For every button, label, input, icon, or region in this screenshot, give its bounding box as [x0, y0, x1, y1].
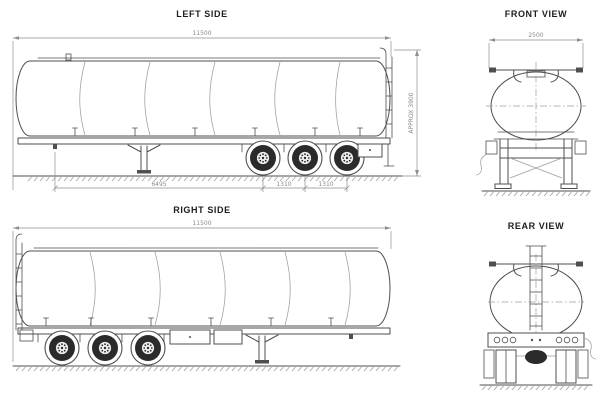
- ground-right-view: [12, 365, 401, 372]
- compartment-seams: [79, 61, 341, 136]
- landing-gear: [127, 144, 161, 174]
- wheel: [130, 330, 166, 366]
- front-foot-left: [494, 183, 512, 189]
- rear-hose: [583, 337, 597, 360]
- front-hose: [475, 153, 489, 176]
- right-length-label: 11500: [192, 220, 211, 227]
- wheel: [287, 140, 323, 176]
- differential: [525, 350, 547, 364]
- tail-light: [501, 336, 509, 344]
- kingpin: [53, 144, 57, 149]
- axle-spacing-label-2: 1310: [318, 181, 333, 188]
- rear-ladder: [379, 47, 393, 139]
- front-undercarriage: [475, 131, 587, 189]
- wheel: [245, 140, 281, 176]
- rear-access-ladder: [525, 245, 547, 331]
- ground-hatch: [481, 385, 588, 391]
- rear-centerlines: [488, 254, 584, 344]
- front-centerlines: [486, 62, 586, 152]
- ground-hatch: [15, 366, 398, 372]
- mudflap-right: [577, 349, 589, 379]
- tank-tiedown-pins: [72, 127, 363, 137]
- suspension-hangers-right: [37, 333, 165, 343]
- tank-tiedown-pins-right: [43, 317, 334, 327]
- tail-light: [509, 336, 517, 344]
- suspension-hangers: [241, 143, 369, 153]
- rear-view: REAR VIEW: [479, 221, 597, 391]
- chassis-frame: [17, 137, 391, 145]
- tail-light: [555, 336, 563, 344]
- left-side-view: LEFT SIDE 11500 6495: [12, 9, 421, 192]
- front-side-box-left: [485, 140, 498, 155]
- tank-outline: [15, 60, 391, 137]
- wheel: [87, 330, 123, 366]
- ground-left-view: [12, 175, 403, 182]
- height-label: APPROX 3900: [408, 92, 415, 133]
- rear-flap-right-view: [19, 329, 34, 342]
- tail-light: [563, 336, 571, 344]
- front-view: FRONT VIEW 2500: [475, 9, 591, 197]
- rear-bumper: [487, 332, 585, 348]
- side-toolbox-2: [213, 329, 243, 345]
- axle-dimension-chain: 6495 1310 1310: [52, 152, 350, 192]
- kingpin-right: [349, 334, 353, 339]
- compartment-seams-right: [89, 251, 351, 326]
- front-view-title: FRONT VIEW: [505, 9, 568, 19]
- toolbox-latch: [369, 149, 371, 151]
- rear-bumper-side: [383, 143, 395, 167]
- rear-ladder-right-view: [15, 233, 23, 331]
- axle-spacing-label-1: 1310: [276, 181, 291, 188]
- ground-rear-view: [479, 384, 593, 391]
- rear-view-title: REAR VIEW: [508, 221, 564, 231]
- kingpin-axle-label: 6495: [151, 181, 166, 188]
- rear-axle-group: [483, 337, 597, 384]
- front-foot-right: [560, 183, 578, 189]
- left-side-title: LEFT SIDE: [176, 9, 227, 19]
- landing-gear-right: [245, 334, 279, 364]
- tail-light: [493, 336, 501, 344]
- tank-outline-right: [15, 250, 391, 327]
- left-overall-length-dimension: 11500: [12, 30, 392, 190]
- tail-light: [571, 336, 579, 344]
- ground-front-view: [481, 190, 591, 197]
- front-width-label: 2500: [528, 32, 543, 39]
- mudflap-left: [483, 349, 495, 379]
- wheel: [44, 330, 80, 366]
- top-fitting: [65, 53, 72, 61]
- ground-hatch: [27, 176, 398, 182]
- toolbox-latch: [189, 336, 191, 338]
- front-side-box-right: [574, 140, 587, 155]
- right-side-title: RIGHT SIDE: [173, 205, 231, 215]
- right-side-view: RIGHT SIDE 11500: [12, 205, 401, 372]
- front-spill-wings: [489, 67, 583, 83]
- height-dimension: APPROX 3900: [394, 49, 421, 177]
- ground-hatch: [483, 191, 590, 197]
- right-overall-length-dimension: 11500: [12, 220, 392, 362]
- left-length-label: 11500: [192, 30, 211, 37]
- front-width-dimension: 2500: [488, 32, 584, 68]
